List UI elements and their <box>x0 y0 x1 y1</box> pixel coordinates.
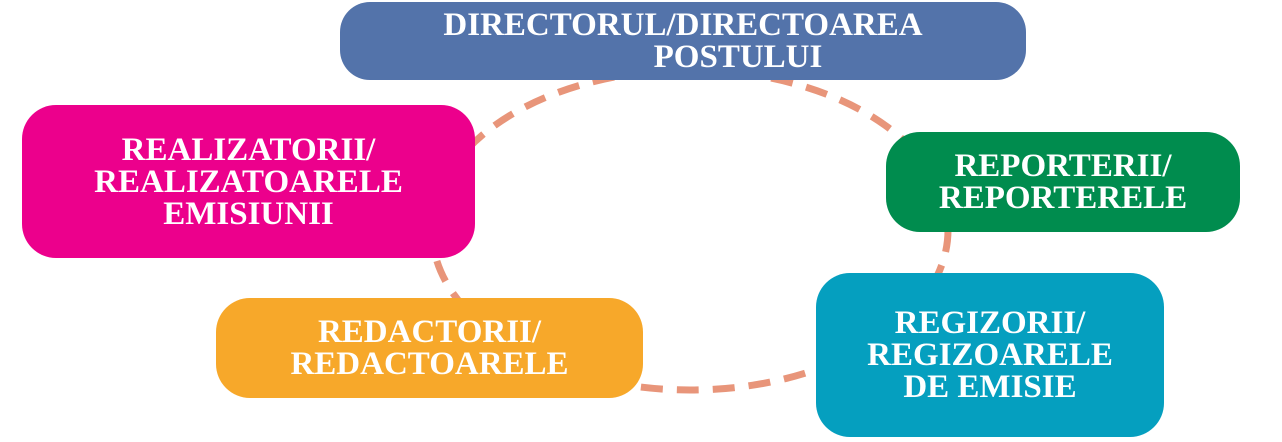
node-reporteri-line1: REPORTERII/ <box>954 148 1172 184</box>
node-redactori-line1: REDACTORII/ <box>317 314 542 350</box>
node-realizatori-line3: EMISIUNII <box>163 195 334 232</box>
node-director-line2: POSTULUI <box>653 39 823 75</box>
node-redactori-line2: REDACTOARELE <box>290 346 569 382</box>
node-redactori: REDACTORII/REDACTOARELE <box>216 298 643 398</box>
node-reporteri-line2: REPORTERELE <box>938 180 1188 216</box>
node-regizori-line2: REGIZOARELE <box>867 337 1113 373</box>
node-director-line1: DIRECTORUL/DIRECTOAREA <box>443 7 923 43</box>
node-regizori-line3: DE EMISIE <box>903 369 1077 405</box>
node-regizori-line1: REGIZORII/ <box>894 305 1086 341</box>
node-realizatori-line1: REALIZATORII/ <box>121 131 376 168</box>
node-realizatori-line2: REALIZATOARELE <box>94 163 403 200</box>
node-reporteri: REPORTERII/REPORTERELE <box>886 132 1240 232</box>
